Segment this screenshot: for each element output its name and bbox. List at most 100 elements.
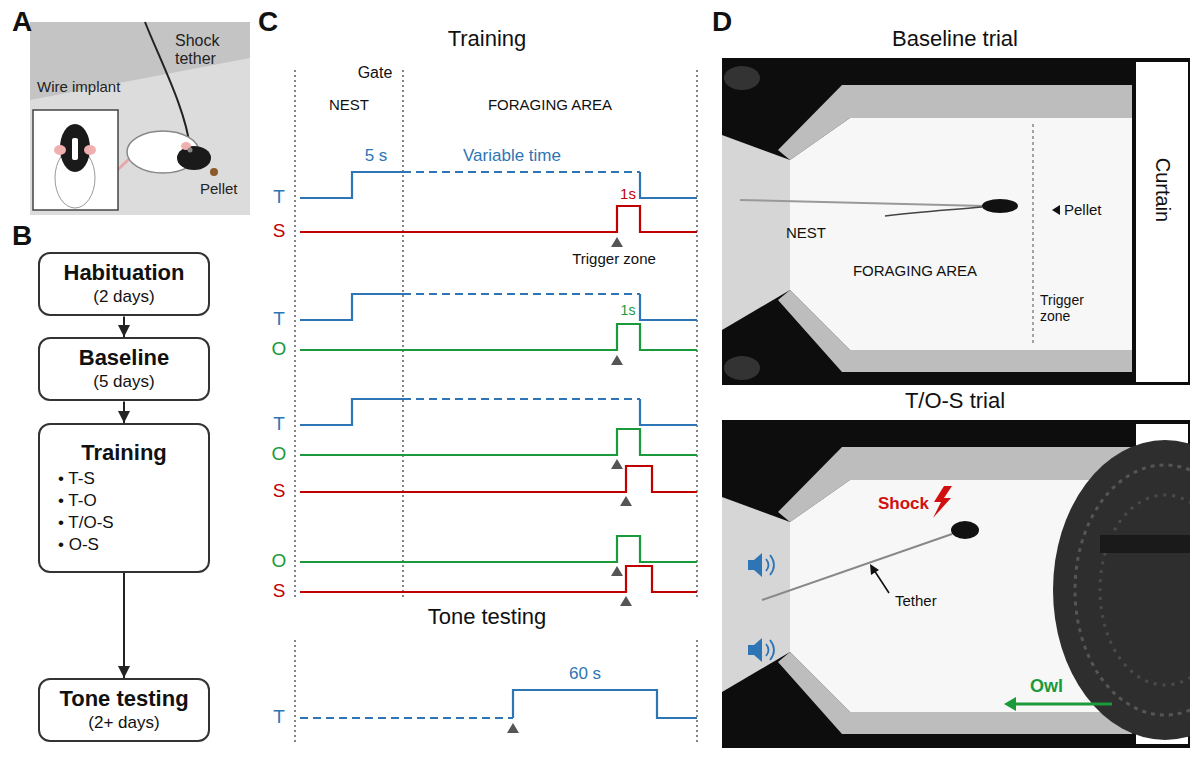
signal-name: S xyxy=(273,580,286,602)
sound-wave xyxy=(766,644,769,656)
process-box: Habituation(2 days) xyxy=(38,252,210,316)
tone-trace-variable xyxy=(403,293,640,295)
signal-name: T xyxy=(273,186,285,208)
tone-trace xyxy=(300,294,403,320)
box-subtitle: (5 days) xyxy=(93,371,154,393)
zone-label: NEST xyxy=(329,96,369,113)
shock-trace xyxy=(300,206,697,232)
tone-trace xyxy=(300,172,403,198)
wire-implant xyxy=(72,138,78,160)
tether-pointer-head xyxy=(870,564,879,575)
zone-dividers xyxy=(295,70,697,745)
trigger-marker xyxy=(611,459,623,469)
owl-trace xyxy=(300,536,697,562)
photo-label: Shock xyxy=(878,494,929,514)
section-title: Training xyxy=(448,26,527,51)
duration-label: Variable time xyxy=(463,146,561,166)
signal-name: T xyxy=(273,706,285,728)
panel-letter: B xyxy=(12,220,32,252)
tos-photo xyxy=(722,420,1190,748)
duration-label: 5 s xyxy=(365,146,388,166)
tether-pointer xyxy=(874,570,889,593)
pellet-pointer xyxy=(1052,205,1060,215)
signal-name: T xyxy=(273,413,285,435)
speaker-cone xyxy=(754,638,762,662)
curtain xyxy=(1136,62,1188,382)
bullet-item: • T/O-S xyxy=(58,512,114,534)
rat xyxy=(982,199,1018,213)
callout-label: Pellet xyxy=(200,180,238,197)
box-heading: Training xyxy=(81,440,167,466)
arena-floor xyxy=(30,22,250,215)
speaker-cone xyxy=(754,553,762,577)
flow-arrow xyxy=(123,573,125,678)
tether xyxy=(740,200,985,206)
photo-label: Tether xyxy=(895,592,937,609)
rat xyxy=(951,521,979,539)
owl-arrow-head xyxy=(1004,697,1016,711)
divider-line xyxy=(696,70,697,600)
bullet-item: • O-S xyxy=(58,534,114,556)
rat-head xyxy=(177,146,211,170)
section-title: Tone testing xyxy=(428,604,547,629)
divider-line xyxy=(294,70,295,600)
photo-label: FORAGING AREA xyxy=(853,262,977,279)
duration-label: 1s xyxy=(621,302,636,318)
arena-floor xyxy=(790,118,1132,350)
trigger-marker xyxy=(611,237,623,247)
box-subtitle: (2 days) xyxy=(93,286,154,308)
food-pellet xyxy=(210,168,218,176)
panel-letter: A xyxy=(12,6,32,38)
sound-wave xyxy=(770,555,774,575)
box-subtitle: (2+ days) xyxy=(88,712,159,734)
process-box: Training• T-S• T-O• T/O-S• O-S xyxy=(38,423,210,573)
owl-arrow xyxy=(1014,703,1112,706)
signal-name: T xyxy=(273,308,285,330)
owl-feathers xyxy=(1100,495,1190,685)
rat-illustration xyxy=(30,22,250,215)
tether xyxy=(762,534,952,600)
photo-label: Trigger zone xyxy=(1040,292,1096,324)
bullet-item: • T-S xyxy=(58,468,114,490)
photo-label: NEST xyxy=(786,224,826,241)
flow-arrow xyxy=(123,401,125,423)
signal-name: O xyxy=(272,338,287,360)
speaker-icon xyxy=(748,638,774,662)
section-title: T/O-S trial xyxy=(905,388,1005,413)
baseline-photo xyxy=(722,58,1190,385)
owl-trace xyxy=(300,429,697,455)
shock-bolt xyxy=(933,486,952,518)
flow-arrow xyxy=(123,316,125,337)
section-title: Baseline trial xyxy=(892,26,1018,51)
callout-label: Shock tether xyxy=(175,32,229,69)
bullet-list: • T-S• T-O• T/O-S• O-S xyxy=(58,468,114,556)
tone-trace-variable xyxy=(403,398,640,400)
bullet-item: • T-O xyxy=(58,490,114,512)
signal-name: S xyxy=(273,220,286,242)
divider-line xyxy=(294,640,295,745)
box-heading: Tone testing xyxy=(59,686,188,712)
duration-label: 1s xyxy=(620,185,636,202)
robot-arm xyxy=(1100,535,1190,553)
trigger-line xyxy=(1032,124,1033,346)
box-heading: Habituation xyxy=(64,260,185,286)
tone-trace-variable xyxy=(403,171,640,173)
trigger-markers xyxy=(507,237,632,733)
sound-wave xyxy=(770,640,774,660)
marker-label: Trigger zone xyxy=(572,250,656,267)
glove xyxy=(724,66,760,90)
divider-line xyxy=(696,640,697,745)
trigger-marker xyxy=(611,355,623,365)
timing-traces xyxy=(295,70,697,745)
tone-trace-variable xyxy=(300,717,513,719)
inset-ear xyxy=(54,145,66,155)
panel-letter: C xyxy=(258,6,278,38)
tone-trace xyxy=(640,172,697,198)
photo-label: Curtain xyxy=(1151,158,1174,222)
tone-trace xyxy=(640,399,697,425)
trigger-marker xyxy=(620,496,632,506)
tone-trace xyxy=(513,690,697,718)
signal-name: O xyxy=(272,550,287,572)
trigger-marker xyxy=(611,566,623,576)
inset-box xyxy=(33,110,118,210)
